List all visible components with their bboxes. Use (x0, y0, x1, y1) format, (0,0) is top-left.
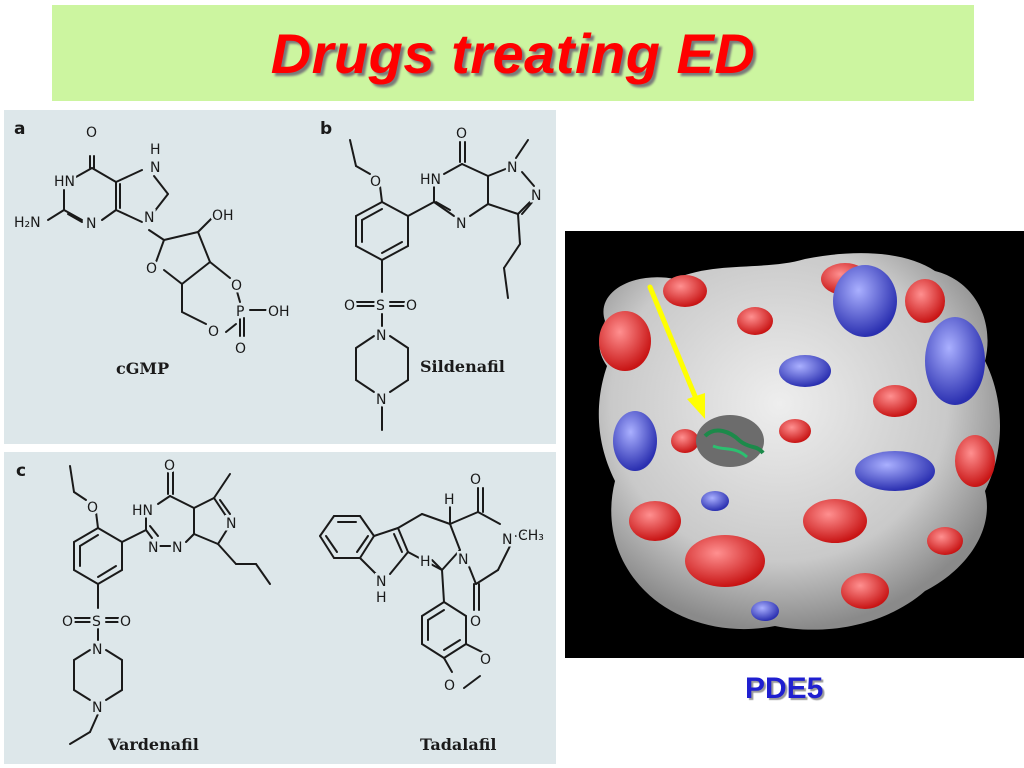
atom-label: O (470, 614, 481, 630)
atom-label: H (420, 554, 431, 570)
panel-letter-b: b (320, 119, 332, 139)
atom-label: O (87, 500, 98, 516)
atom-label: N (376, 392, 386, 408)
atom-label: S (376, 298, 385, 314)
atom-label: O (370, 174, 381, 190)
compound-name-cgmp: cGMP (116, 359, 169, 378)
atom-label: O (406, 298, 417, 314)
atom-label: N (148, 540, 158, 556)
atom-label: O (344, 298, 355, 314)
atom-label: O (164, 458, 175, 474)
atom-label: H (444, 492, 455, 508)
atom-label: N (502, 532, 512, 548)
atom-label: O (146, 261, 157, 277)
atom-label: O (231, 278, 242, 294)
protein-label: PDE5 (745, 672, 824, 705)
compound-name-sildenafil: Sildenafil (420, 357, 505, 376)
atom-label: H (150, 142, 161, 158)
compound-name-tadalafil: Tadalafil (420, 735, 496, 754)
atom-label: O (235, 341, 246, 357)
atom-label: H (376, 590, 387, 606)
atom-label: OH (268, 304, 290, 320)
tadalafil-structure (319, 487, 535, 689)
atom-label: O (208, 324, 219, 340)
atom-label: O (470, 472, 481, 488)
atom-label: N (92, 700, 102, 716)
panel-letter-c: c (16, 461, 26, 481)
atom-label: OH (212, 208, 234, 224)
atom-label: S (92, 614, 101, 630)
atom-label: N (456, 216, 466, 232)
atom-label: N (172, 540, 182, 556)
atom-label: O (456, 126, 467, 142)
slide-title: Drugs treating ED (270, 21, 756, 85)
atom-label: HN (54, 174, 75, 190)
atom-label: N (458, 552, 468, 568)
atom-label: O (120, 614, 131, 630)
atom-label: N (92, 642, 102, 658)
chemical-structures-c: c (16, 456, 546, 755)
atom-label: H₂N (14, 215, 41, 231)
chemical-structures-ab: a O H (12, 119, 544, 431)
atom-label: N (376, 328, 386, 344)
atom-label: N (531, 188, 541, 204)
structure-panel-ab: a O H (4, 110, 556, 444)
pde5-protein-image (565, 231, 1024, 658)
atom-label: N (86, 216, 96, 232)
atom-label: O (480, 652, 491, 668)
atom-label: CH₃ (518, 528, 544, 544)
atom-label: O (444, 678, 455, 694)
protein-surface-rendering (598, 253, 1000, 630)
sildenafil-structure (349, 139, 535, 431)
atom-label: O (86, 125, 97, 141)
atom-label: P (236, 304, 244, 320)
title-banner: Drugs treating ED (52, 5, 974, 101)
structure-panel-c: c (4, 452, 556, 764)
binding-site-arrow (647, 284, 705, 419)
atom-label: HN (420, 172, 441, 188)
atom-label: N (507, 160, 517, 176)
cgmp-structure (47, 155, 267, 337)
atom-label: N (226, 516, 236, 532)
vardenafil-structure (69, 465, 271, 745)
atom-label: HN (132, 503, 153, 519)
compound-name-vardenafil: Vardenafil (107, 735, 199, 754)
atom-label: N (150, 160, 160, 176)
atom-label: O (62, 614, 73, 630)
atom-label: N (376, 574, 386, 590)
panel-letter-a: a (14, 119, 25, 139)
protein-surface (598, 253, 1000, 630)
atom-label: N (144, 210, 154, 226)
